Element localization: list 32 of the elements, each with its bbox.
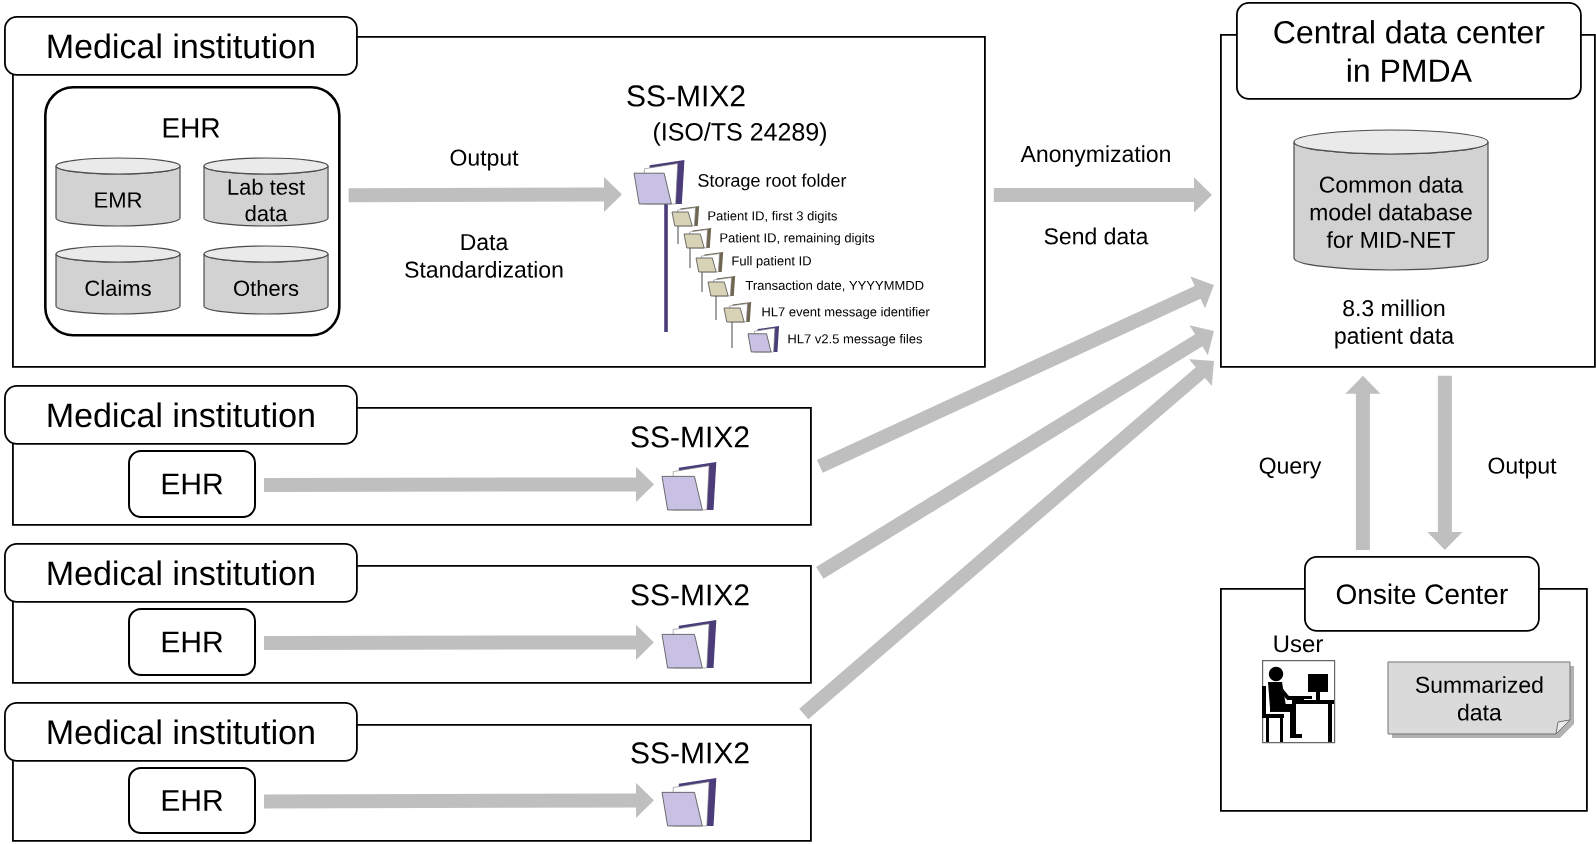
arrow-label: Send data — [1044, 227, 1149, 245]
rounded-box: EHR — [128, 608, 256, 676]
heading-tab: Medical institution — [4, 543, 358, 603]
block-arrow — [816, 325, 1214, 579]
folder-label: Storage root folder — [698, 173, 847, 191]
edge-label: Anonymization — [1020, 145, 1170, 167]
subheading-text: (ISO/TS 24289) — [654, 122, 826, 146]
database-cylinder: Common data model database for MID-NET — [1293, 129, 1489, 271]
caption-text: 8.3 million patient data — [1335, 299, 1455, 349]
edge-label: Output — [450, 149, 519, 171]
block-arrow — [816, 276, 1214, 473]
rounded-box: EHR — [128, 450, 256, 518]
heading-tab: Medical institution — [4, 701, 358, 762]
heading-tab: Central data center in PMDA — [1236, 2, 1582, 100]
block-arrow — [799, 359, 1214, 720]
database-cylinder: Others — [203, 245, 329, 315]
heading-tab: Medical institution — [4, 15, 358, 76]
database-cylinder: Claims — [55, 245, 181, 315]
database-cylinder: Lab test data — [203, 157, 329, 227]
heading-text: SS-MIX2 — [631, 426, 749, 448]
note-card: Summarized data — [1387, 661, 1574, 738]
arrow-label: Data Standardization — [405, 234, 563, 278]
heading-tab: Medical institution — [4, 385, 358, 445]
rounded-box: EHR — [128, 766, 256, 834]
heading-text: SS-MIX2 — [627, 85, 745, 107]
heading-text: SS-MIX2 — [631, 584, 749, 606]
edge-label: Output — [1488, 457, 1557, 479]
edge-label: Query — [1259, 457, 1322, 479]
heading-text: SS-MIX2 — [631, 742, 749, 764]
heading-tab: Onsite Center — [1304, 556, 1540, 632]
caption-text: User — [1274, 635, 1323, 653]
database-cylinder: EMR — [55, 157, 181, 227]
